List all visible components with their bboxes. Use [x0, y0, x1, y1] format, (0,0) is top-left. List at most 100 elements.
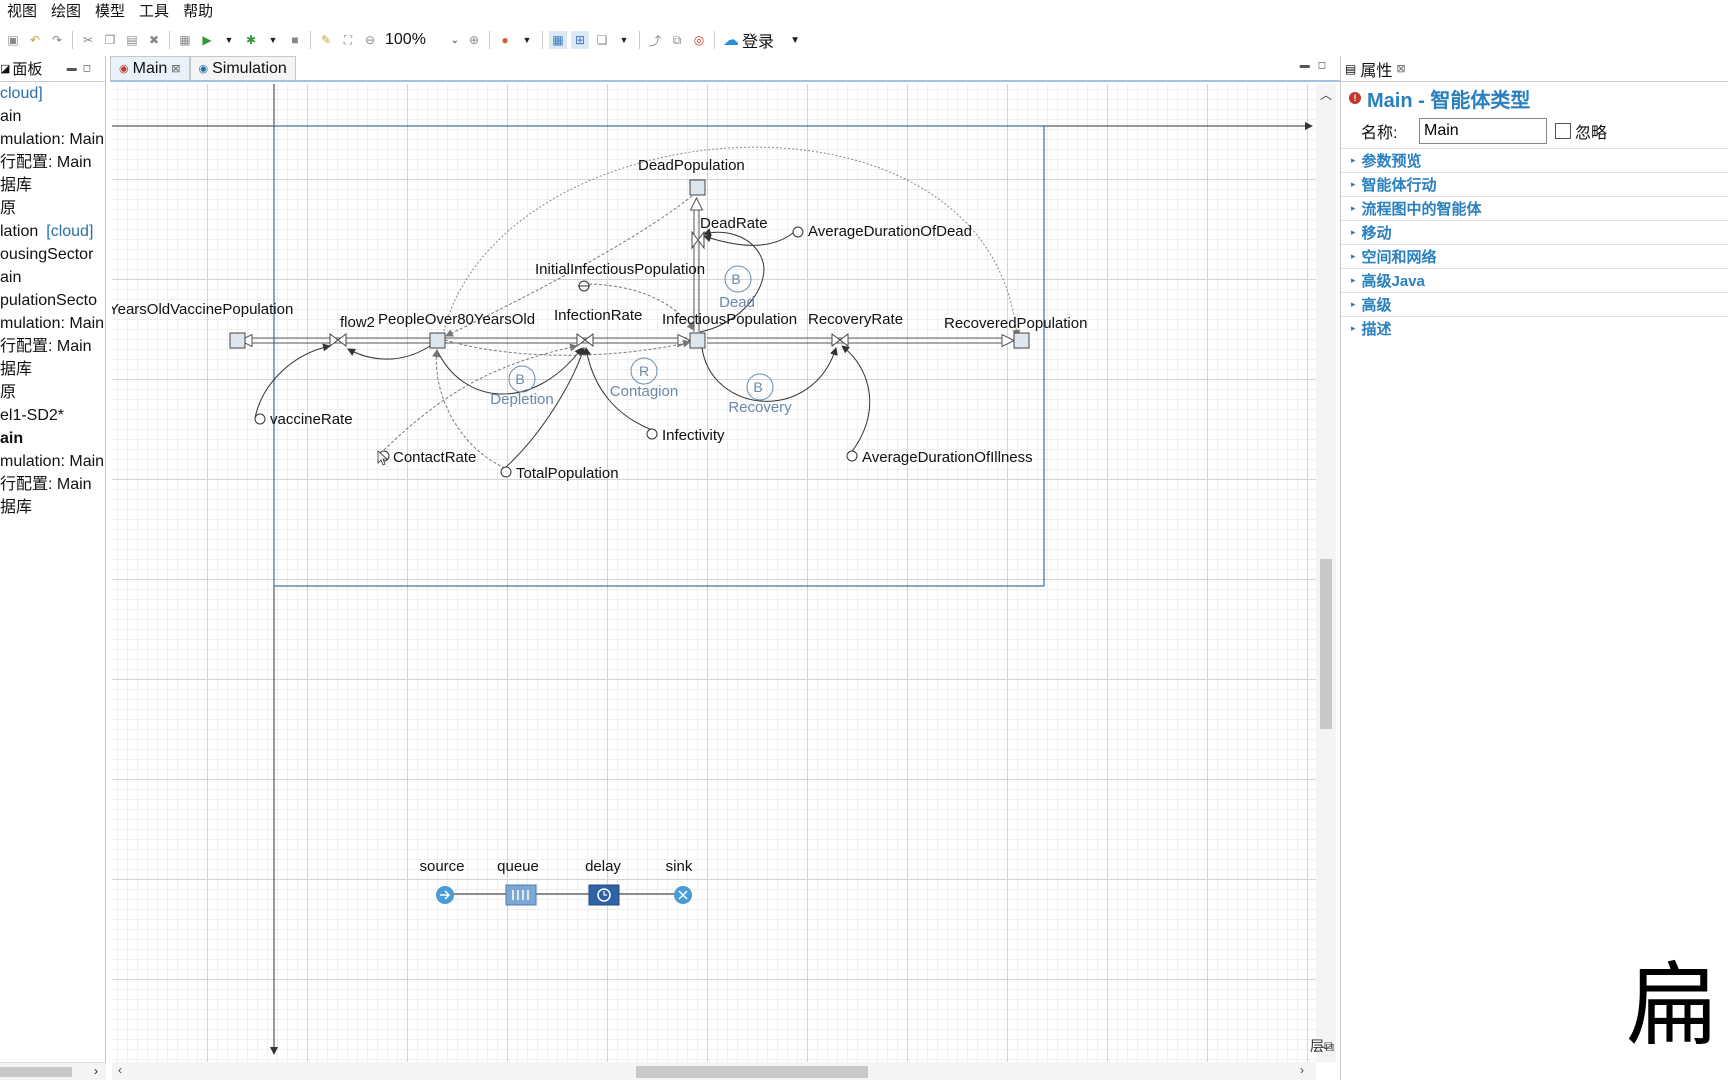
scrollbar-thumb[interactable] — [636, 1066, 868, 1078]
help-lifebuoy-icon[interactable]: ◎ — [693, 33, 705, 47]
horizontal-scrollbar[interactable]: ‹ › — [112, 1062, 1316, 1080]
sink-block[interactable] — [674, 886, 692, 904]
tree-item[interactable]: 原 — [0, 197, 105, 220]
tree-item[interactable]: ain — [0, 105, 105, 128]
name-field[interactable] — [1419, 118, 1547, 144]
stock-recovered-population[interactable] — [1013, 332, 1030, 349]
scrollbar-thumb[interactable] — [1320, 559, 1332, 729]
cut-icon[interactable]: ✂ — [82, 33, 94, 47]
scrollbar-thumb[interactable] — [0, 1067, 72, 1077]
marker-dropdown-icon[interactable]: ▼ — [522, 35, 532, 45]
redo-icon[interactable]: ↷ — [51, 33, 63, 47]
tree-item[interactable]: cloud] — [0, 82, 105, 105]
svg-text:InfectiousPopulation: InfectiousPopulation — [662, 311, 797, 328]
menu-draw[interactable]: 绘图 — [51, 3, 82, 20]
minimize-maximize-icons[interactable]: ▬◻ — [1299, 60, 1334, 71]
horizontal-scrollbar[interactable]: › — [0, 1062, 106, 1080]
delete-icon[interactable]: ✖ — [148, 33, 160, 47]
pencil-icon[interactable]: ✎ — [320, 33, 332, 47]
flow-arrowhead — [238, 333, 253, 348]
save-icon[interactable]: ▣ — [7, 33, 19, 47]
stock-dead-population[interactable] — [689, 179, 706, 196]
menu-view[interactable]: 视图 — [7, 3, 38, 20]
tree-item[interactable]: 行配置: Main — [0, 473, 105, 496]
property-section[interactable]: ▸流程图中的智能体 — [1341, 196, 1728, 220]
tree-item[interactable]: ain — [0, 427, 105, 450]
panel-tab[interactable]: ◪ 面板 ▬◻ — [0, 56, 105, 82]
properties-tab[interactable]: ▤ 属性 ⊠ — [1341, 56, 1728, 82]
build-icon[interactable]: ▦ — [179, 33, 191, 47]
properties-title-text: Main - 智能体类型 — [1367, 89, 1531, 112]
property-section[interactable]: ▸参数预览 — [1341, 148, 1728, 172]
snap-icon[interactable]: ⊞ — [571, 31, 589, 49]
run-dropdown-icon[interactable]: ▼ — [224, 35, 234, 45]
property-section[interactable]: ▸描述 — [1341, 316, 1728, 340]
layout-icon[interactable]: ❏ — [596, 33, 608, 47]
run-icon[interactable]: ▶ — [202, 33, 212, 47]
property-section[interactable]: ▸移动 — [1341, 220, 1728, 244]
property-section[interactable]: ▸空间和网络 — [1341, 244, 1728, 268]
login-dropdown-icon[interactable]: ▼ — [790, 34, 800, 46]
tab-main[interactable]: ◉ Main ⊠ — [110, 56, 190, 80]
menu-model[interactable]: 模型 — [95, 3, 126, 20]
undo-icon[interactable]: ↶ — [29, 33, 41, 47]
layers-icon[interactable]: 层⧉ — [1310, 1038, 1334, 1054]
tree-item[interactable]: lation[cloud] — [0, 220, 105, 243]
zoom-select[interactable]: 100% ⌄ — [385, 29, 459, 51]
debug-dropdown-icon[interactable]: ▼ — [268, 35, 278, 45]
tree-item[interactable]: ain — [0, 266, 105, 289]
close-icon[interactable]: ⊠ — [1396, 63, 1406, 75]
tree-item[interactable]: 据库 — [0, 174, 105, 197]
tree-item[interactable]: 原 — [0, 381, 105, 404]
close-icon[interactable]: ⊠ — [171, 63, 181, 75]
menu-help[interactable]: 帮助 — [183, 3, 214, 20]
ignore-checkbox[interactable] — [1555, 123, 1571, 139]
login-button[interactable]: ☁ 登录 — [723, 28, 774, 52]
connector-icon[interactable]: ⤴ — [648, 33, 661, 48]
scroll-up-icon[interactable]: ︿ — [1320, 88, 1333, 102]
scroll-down-icon[interactable]: ﹀ — [1320, 1044, 1333, 1058]
grid-icon[interactable]: ▦ — [549, 31, 567, 49]
valve-flow2[interactable] — [329, 333, 347, 347]
zoom-out-icon[interactable]: ⊖ — [364, 33, 376, 47]
tree-item[interactable]: mulation: Main — [0, 128, 105, 151]
scroll-left-icon[interactable]: ‹ — [118, 1063, 122, 1077]
tree-item[interactable]: mulation: Main — [0, 450, 105, 473]
valve-infection-rate[interactable] — [576, 333, 594, 347]
property-section[interactable]: ▸智能体行动 — [1341, 172, 1728, 196]
diagram-canvas[interactable]: B B R B Dead Depletion Contagion Recover… — [112, 84, 1320, 1062]
scroll-right-icon[interactable]: › — [94, 1064, 98, 1078]
property-section[interactable]: ▸高级Java — [1341, 268, 1728, 292]
menu-tools[interactable]: 工具 — [139, 3, 170, 20]
debug-icon[interactable]: ✱ — [245, 33, 257, 47]
cloud-stock[interactable] — [229, 332, 246, 349]
delay-block[interactable] — [588, 884, 620, 906]
tree-item[interactable]: el1-SD2* — [0, 404, 105, 427]
stock-people-over-80[interactable] — [429, 332, 446, 349]
zoom-fit-icon[interactable]: ⛶ — [343, 32, 353, 47]
zoom-in-icon[interactable]: ⊕ — [468, 33, 480, 47]
layout-dropdown-icon[interactable]: ▼ — [619, 35, 629, 45]
tree-item[interactable]: mulation: Main — [0, 312, 105, 335]
valve-recovery-rate[interactable] — [831, 333, 849, 347]
stock-infectious-population[interactable] — [689, 332, 706, 349]
tree-item[interactable]: ousingSector — [0, 243, 105, 266]
queue-block[interactable] — [505, 884, 537, 906]
valve-dead-rate[interactable] — [691, 230, 705, 250]
paste-icon[interactable]: ▤ — [126, 33, 138, 47]
marker-icon[interactable]: ● — [501, 33, 509, 47]
tree-item[interactable]: 行配置: Main — [0, 335, 105, 358]
source-block[interactable] — [436, 886, 454, 904]
tree-item[interactable]: 据库 — [0, 358, 105, 381]
tree-item[interactable]: 行配置: Main — [0, 151, 105, 174]
stop-icon[interactable]: ■ — [291, 33, 299, 47]
tab-simulation[interactable]: ◉ Simulation — [189, 56, 296, 80]
export-icon[interactable]: ⧉ — [672, 32, 682, 47]
scroll-right-icon[interactable]: › — [1300, 1063, 1304, 1077]
property-section[interactable]: ▸高级 — [1341, 292, 1728, 316]
tree-item[interactable]: 据库 — [0, 496, 105, 519]
minimize-maximize-icons[interactable]: ▬◻ — [66, 63, 97, 74]
vertical-scrollbar[interactable]: ︿ ﹀ — [1316, 84, 1336, 1062]
tree-item[interactable]: pulationSecto — [0, 289, 105, 312]
copy-icon[interactable]: ❐ — [104, 33, 116, 47]
